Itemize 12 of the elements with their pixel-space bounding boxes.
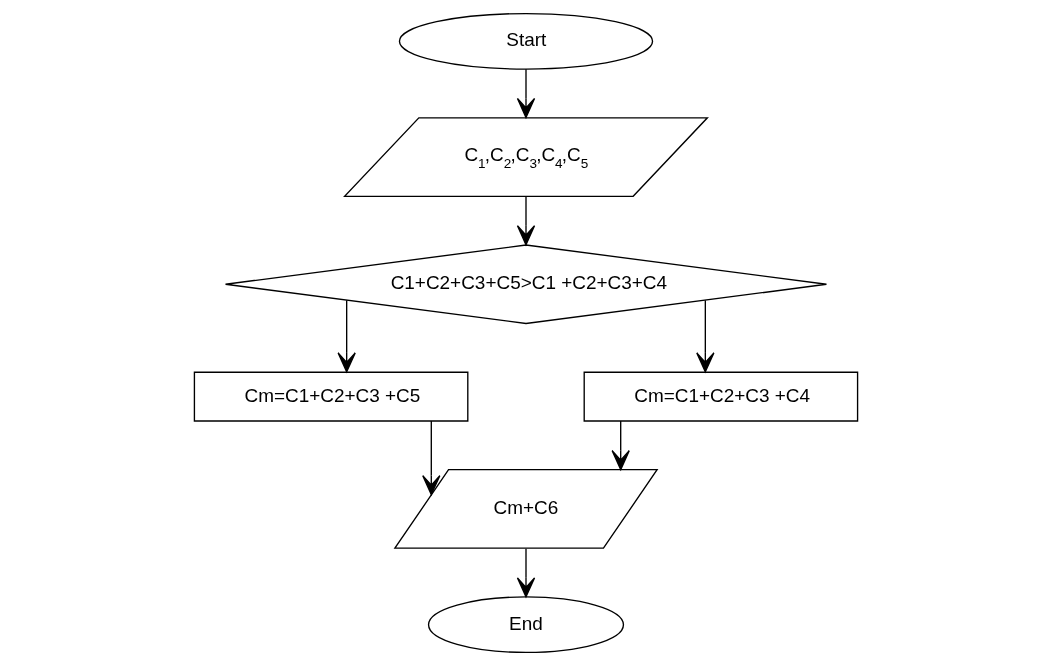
- arrow: [516, 195, 535, 246]
- node-box: Cm=C1+C2+C3 +C5: [193, 371, 468, 422]
- node-diamond: C1+C2+C3+C5>C1 +C2+C3+C4: [224, 244, 827, 325]
- arrow: [611, 420, 630, 471]
- arrow: [336, 299, 356, 373]
- node-box: Cm=C1+C2+C3 +C4: [583, 371, 858, 422]
- arrow: [421, 420, 440, 496]
- node-ellipse: Start: [398, 12, 653, 70]
- node-ellipse: End: [427, 596, 624, 654]
- arrow: [516, 548, 535, 598]
- arrow: [695, 299, 715, 373]
- arrow: [516, 68, 535, 119]
